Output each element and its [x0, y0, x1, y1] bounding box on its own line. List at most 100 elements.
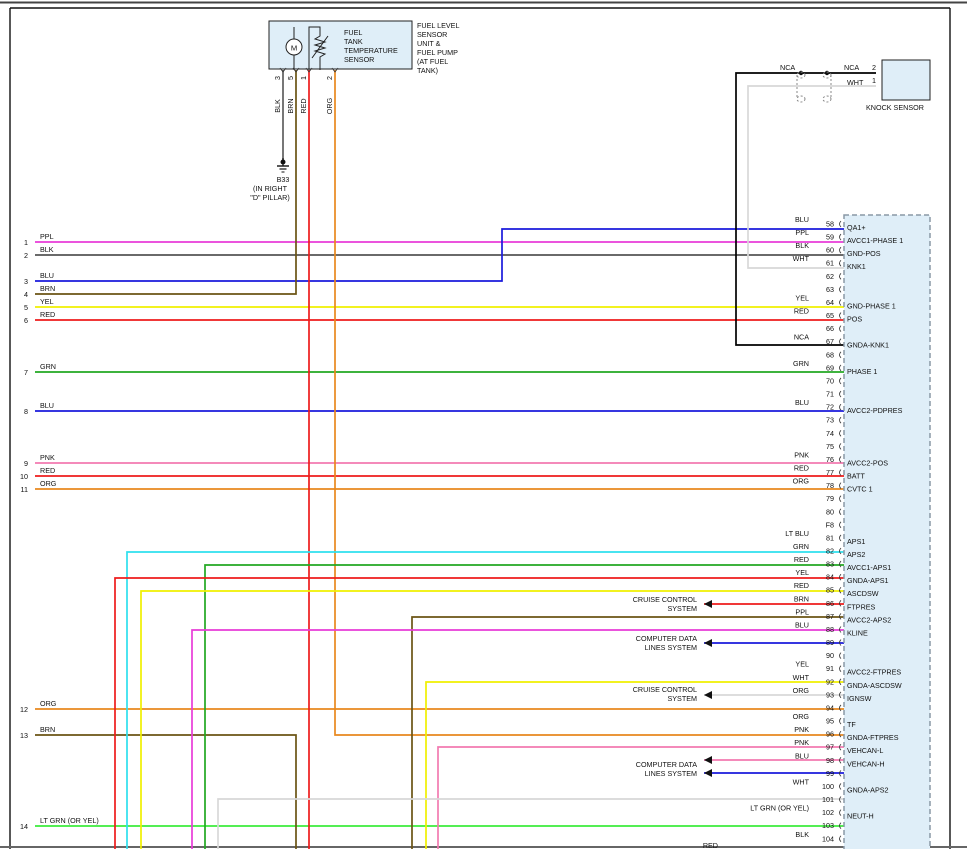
fuel-level-sensor-unit: M FUEL TANK TEMPERATURE SENSOR FUEL LEVE… [268, 20, 459, 75]
ecm-pin-94-tick [839, 704, 842, 712]
ecm-signal-61: KNK1 [847, 262, 866, 271]
thermistor-arrow-icon [311, 35, 329, 59]
ecm-pin-85: 85 [826, 586, 834, 595]
ecm-pin-97-tick [839, 743, 842, 751]
ecm-pin-84: 84 [826, 573, 834, 582]
ecm-pin-79-tick [839, 495, 842, 502]
ecm-pin-103-tick [839, 822, 842, 829]
ecm-pin-90-tick [839, 652, 842, 659]
ecm-pin-65: 65 [826, 311, 834, 320]
ecm-pin-63-tick [839, 286, 842, 293]
ecm-wire-label-81: LT BLU [785, 529, 809, 538]
ecm-pin-102: 102 [822, 808, 834, 817]
fuel-pin-1: 1 [299, 76, 308, 80]
ecm-wire-label-87: PPL [795, 607, 809, 616]
ecm-wire-label-67: NCA [794, 333, 809, 342]
ecm-pin-58-tick [839, 220, 842, 228]
ecm-pin-76: 76 [826, 455, 834, 464]
ecm-wire-label-78: ORG [793, 477, 810, 486]
fuel-tank-temp-sensor-label-2: TANK [344, 37, 363, 46]
ecm-signal-93: IGNSW [847, 694, 872, 703]
ecm-pin-73: 73 [826, 416, 834, 425]
ecm-pin-99: 99 [826, 769, 834, 778]
wire-100-wht [217, 798, 844, 849]
ecm-pin-66-tick [839, 325, 842, 332]
ecm-pin-86: 86 [826, 599, 834, 608]
left-wire-num-4: 4 [24, 290, 28, 299]
ecm-pin-90: 90 [826, 651, 834, 660]
fuel-pin-3-tick [279, 67, 287, 73]
knock-sensor-pin-2: 2 [872, 63, 876, 72]
ecm-signal-78: CVTC 1 [847, 485, 873, 494]
ecm-signal-64: GND-PHASE 1 [847, 301, 896, 310]
ecm-pin-103: 103 [822, 821, 834, 830]
left-wire-num-12: 12 [20, 705, 28, 714]
fuel-pin-5: 5 [286, 76, 295, 80]
ecm-wire-label-97: PNK [794, 738, 809, 747]
left-wire-num-10: 10 [20, 472, 28, 481]
ecm-pin-92-tick [839, 678, 842, 686]
ecm-wire-label-85: RED [794, 581, 809, 590]
cruise-control-system-2-label-1: CRUISE CONTROL [633, 685, 697, 694]
ecm-wire-label-86: BRN [794, 594, 809, 603]
ecm-pin-58: 58 [826, 220, 834, 229]
ecm-signal-60: GND-POS [847, 249, 881, 258]
wire-82-grn [204, 564, 844, 849]
ecm-pin-83: 83 [826, 560, 834, 569]
ecm-wire-label-83: RED [794, 555, 809, 564]
ground-location-2: "D" PILLAR) [250, 193, 289, 202]
ecm-signal-84: GNDA-APS1 [847, 576, 889, 585]
ecm-pin-68-tick [839, 351, 842, 359]
left-wire-label-5: YEL [40, 297, 54, 306]
left-wire-label-7: GRN [40, 362, 56, 371]
knock-sensor-label: KNOCK SENSOR [866, 103, 924, 112]
computer-data-lines-2-label-2: LINES SYSTEM [645, 769, 697, 778]
left-wire-num-14: 14 [20, 822, 28, 831]
ecm-signal-76: AVCC2-POS [847, 458, 888, 467]
ecm-pin-72: 72 [826, 403, 834, 412]
computer-data-lines-1-label-2: LINES SYSTEM [645, 643, 697, 652]
ecm-pin-F8: F8 [826, 520, 834, 529]
left-wire-label-2: BLK [40, 245, 54, 254]
ecm-connector-box [843, 214, 931, 849]
knock-shield-label: NCA [780, 63, 795, 72]
fuel-pin-3-wire: BLK [273, 99, 282, 113]
cruise-control-system-1-label-1: CRUISE CONTROL [633, 595, 697, 604]
ecm-signal-82: APS2 [847, 550, 865, 559]
ecm-pin-93-tick [839, 691, 842, 699]
ecm-pin-101-tick [839, 796, 842, 803]
fuel-level-sensor-label-3: UNIT & [417, 39, 441, 48]
left-wire-label-9: PNK [40, 453, 55, 462]
knock-splice-1 [798, 70, 804, 76]
knock-sensor-box [881, 59, 931, 101]
ecm-signal-77: BATT [847, 472, 865, 481]
ecm-pin-74: 74 [826, 429, 834, 438]
ecm-wire-label-77: RED [794, 464, 809, 473]
fuel-pin-2: 2 [325, 76, 334, 80]
ecm-pin-87-tick [839, 613, 842, 620]
ecm-wire-label-92: WHT [793, 673, 810, 682]
ecm-pin-104: 104 [822, 834, 834, 843]
ecm-pin-70-tick [839, 377, 842, 385]
ecm-wire-label-100: WHT [793, 777, 810, 786]
ecm-signal-58: QA1+ [847, 223, 866, 232]
fuel-pin-5-tick [292, 67, 300, 73]
knock-sensor: KNOCK SENSOR 2 1 NCA WHT NCA [780, 59, 931, 112]
ecm-pin-83-tick [839, 560, 842, 568]
ecm-pin-100: 100 [822, 782, 834, 791]
ecm-wire-label-61: WHT [793, 254, 810, 263]
left-wire-label-4: BRN [40, 284, 55, 293]
left-wire-num-5: 5 [24, 303, 28, 312]
ecm-pin-98: 98 [826, 756, 834, 765]
ecm-signal-96: GNDA-FTPRES [847, 733, 899, 742]
wire-3-blu [35, 228, 844, 282]
ecm-pin-69-tick [839, 364, 842, 372]
ecm-signal-87: AVCC2-APS2 [847, 615, 891, 624]
ecm-wire-label-76: PNK [794, 450, 809, 459]
ground-b33: B33 (IN RIGHT "D" PILLAR) [250, 158, 290, 202]
ecm-pin-89: 89 [826, 638, 834, 647]
ecm-signal-97: VEHCAN-L [847, 746, 883, 755]
ecm-wire-label-96: PNK [794, 725, 809, 734]
ecm-wire-label-58: BLU [795, 215, 809, 224]
